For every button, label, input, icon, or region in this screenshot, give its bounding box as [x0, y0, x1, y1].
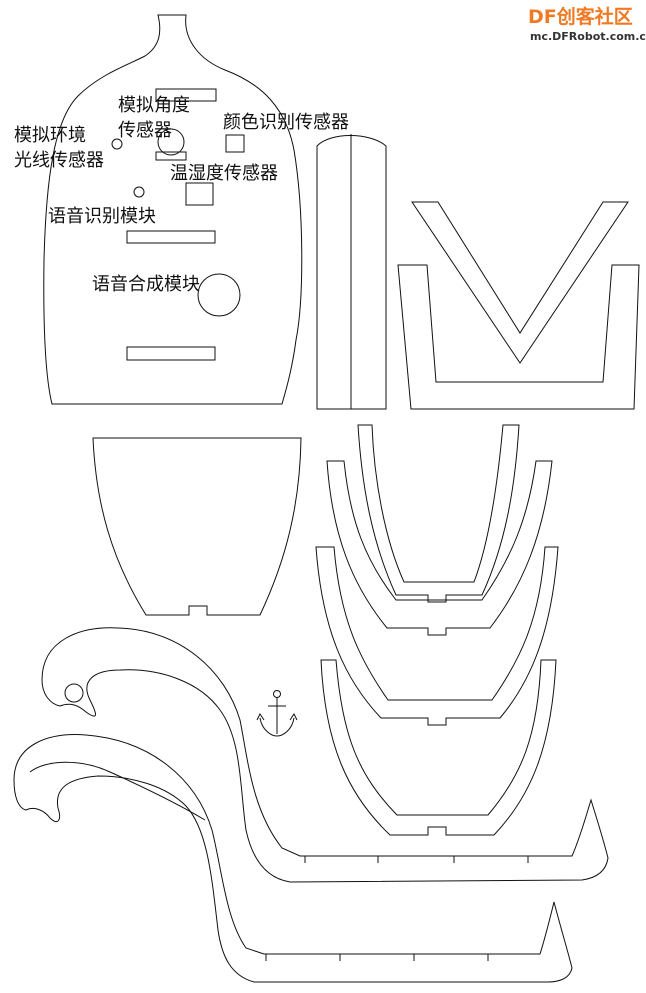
watermark-url: mc.DFRobot.com.cn — [530, 30, 646, 43]
ambient-light-hole — [111, 138, 123, 150]
tall-side-panel — [316, 135, 387, 410]
label-angle-sensor-1: 模拟角度 — [118, 95, 190, 116]
slot-middle — [126, 230, 216, 244]
swirl-runner-lower — [13, 734, 573, 983]
voice-hole — [133, 186, 145, 198]
bowl-panel — [92, 437, 302, 616]
speaker-hole — [197, 273, 241, 317]
runner-hole — [64, 683, 84, 703]
lower-runner-notches — [265, 954, 489, 961]
u-tray — [397, 264, 640, 410]
label-ambient-light-2: 光线传感器 — [14, 150, 104, 171]
slot-top — [155, 88, 217, 102]
watermark-brand-cn: 创客社区 — [556, 6, 633, 28]
rib-4 — [320, 659, 557, 836]
upper-runner-notches — [304, 856, 529, 863]
label-color-sensor: 颜色识别传感器 — [223, 112, 349, 133]
watermark-logo: DF创客社区 — [528, 2, 633, 29]
rib-3 — [315, 546, 559, 726]
slot-bottom — [126, 346, 216, 361]
rib-2 — [326, 460, 553, 636]
swirl-runner-upper — [41, 627, 609, 883]
rib-1 — [357, 424, 520, 603]
label-ambient-light-1: 模拟环境 — [14, 125, 86, 146]
lower-runner-inner-curl — [29, 761, 206, 821]
front-panel-outline — [43, 14, 303, 405]
label-voice-recognition: 语音识别模块 — [48, 206, 156, 227]
angle-sensor-hole — [157, 128, 185, 156]
label-speech-synthesis: 语音合成模块 — [92, 274, 200, 295]
label-angle-sensor-2: 传感器 — [118, 120, 172, 141]
label-temp-humidity: 温湿度传感器 — [170, 163, 278, 184]
v-bracket — [411, 201, 629, 364]
color-sensor-window — [225, 134, 245, 153]
temp-humidity-window — [185, 182, 214, 206]
watermark-brand-df: DF — [528, 6, 557, 28]
angle-sensor-slot — [155, 151, 187, 161]
anchor-icon — [256, 690, 298, 737]
